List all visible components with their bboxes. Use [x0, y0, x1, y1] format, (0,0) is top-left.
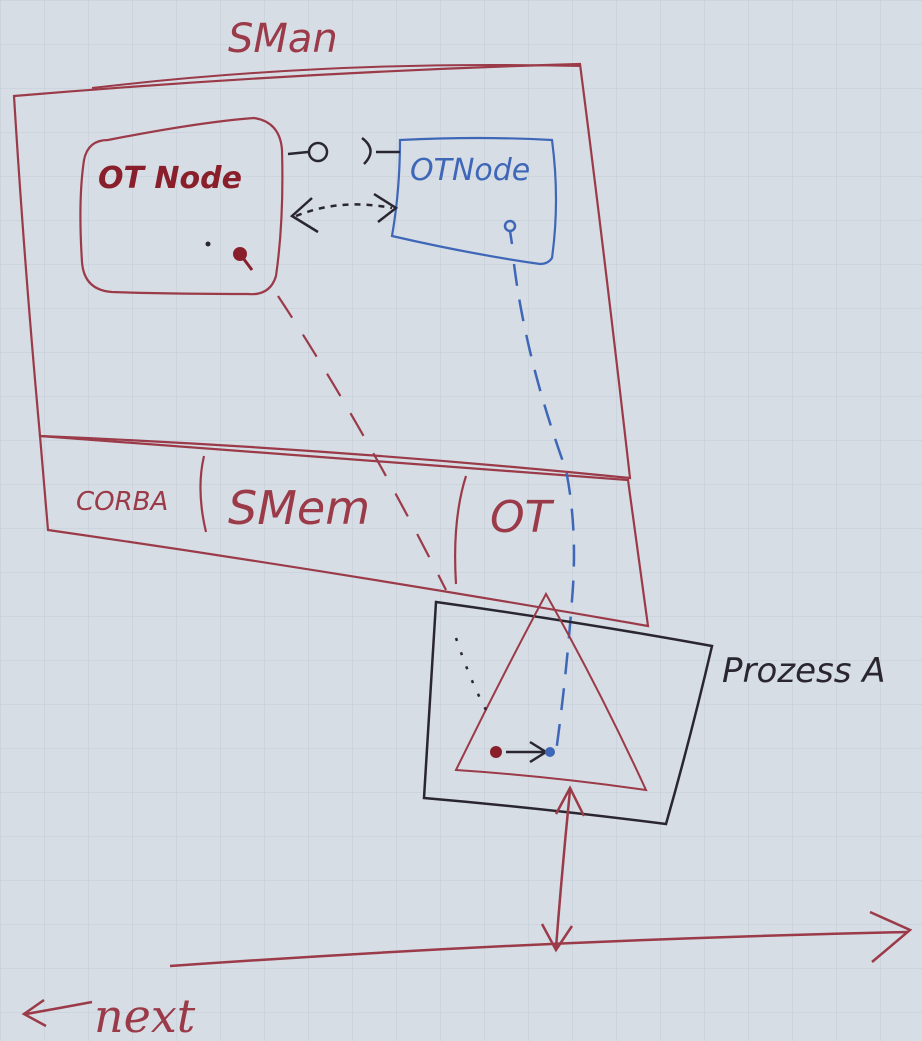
ot-node-right-label: OTNode [410, 153, 530, 188]
triangle-red-dot [490, 746, 502, 758]
process-label: Prozess A [722, 651, 886, 691]
corba-label: CORBA [76, 487, 168, 517]
interface-ball [307, 141, 329, 163]
tree-triangle [454, 591, 648, 792]
ot-node-left-dot-tail [238, 253, 254, 271]
red-dashed-link [277, 295, 447, 591]
ot-node-right-box [390, 136, 558, 266]
layer-divider-2 [454, 475, 468, 585]
process-time-link-head-top [554, 785, 586, 817]
ot-layer-label: OT [490, 492, 555, 543]
next-label: next [94, 989, 196, 1041]
sman-label: SMan [228, 16, 338, 62]
ot-node-left-speck [205, 241, 211, 247]
smem-label: SMem [228, 481, 370, 535]
sman-box [12, 62, 632, 480]
process-time-link [554, 789, 572, 949]
interface-line [287, 150, 309, 156]
ot-node-right-dot-tail [508, 230, 514, 245]
time-axis [169, 930, 909, 968]
blue-dashed-link [512, 263, 576, 753]
layer-divider-1 [199, 455, 208, 533]
interface-socket [361, 137, 400, 165]
process-time-link-head-bottom [540, 923, 574, 953]
process-box [422, 600, 714, 826]
ot-node-left-box [79, 116, 284, 296]
time-axis-head [869, 910, 913, 963]
triangle-blue-dot [545, 747, 555, 757]
sync-arrow-line [295, 203, 393, 218]
next-arrow [21, 998, 93, 1028]
sync-arrow-head-left [289, 197, 319, 234]
sync-arrow-head-right [373, 192, 399, 223]
ot-node-left-label: OT Node [98, 161, 242, 196]
layer-bar [38, 434, 650, 628]
sman-underline [91, 63, 581, 89]
